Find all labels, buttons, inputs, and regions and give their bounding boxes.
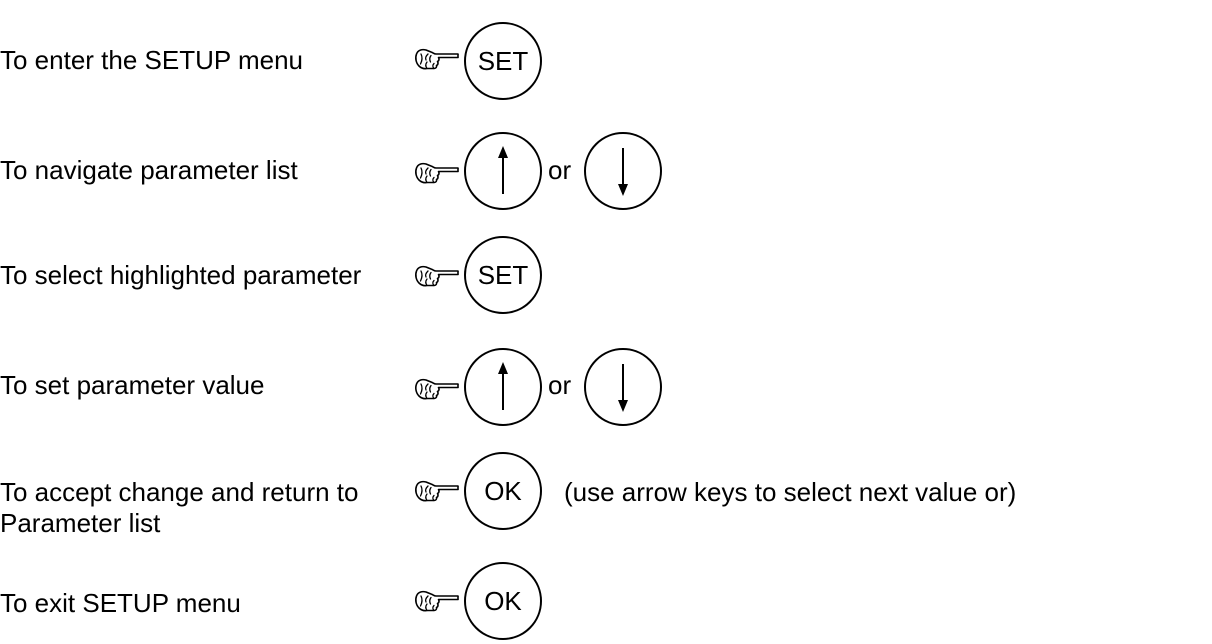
down-arrow-key-button[interactable] [584,348,662,426]
step-5-label-line2: Parameter list [0,508,161,538]
down-arrow-key-button[interactable] [584,132,662,210]
step-5-note: (use arrow keys to select next value or) [564,477,1017,507]
pointing-hand-icon [414,159,460,185]
step-6-label: To exit SETUP menu [0,588,241,618]
set-key-button[interactable]: SET [464,22,542,100]
step-4-label: To set parameter value [0,370,265,400]
up-arrow-icon [493,362,513,412]
pointing-hand-icon [414,477,460,503]
down-arrow-icon [613,362,633,412]
down-arrow-icon [613,146,633,196]
ok-key-button[interactable]: OK [464,452,542,530]
or-joiner: or [548,370,572,400]
pointing-hand-icon [414,45,460,71]
step-1-label: To enter the SETUP menu [0,45,304,75]
pointing-hand-icon [414,375,460,401]
up-arrow-icon [493,146,513,196]
pointing-hand-icon [414,587,460,613]
set-key-button[interactable]: SET [464,236,542,314]
up-arrow-key-button[interactable] [464,348,542,426]
step-3-label: To select highlighted parameter [0,260,362,290]
ok-key-button[interactable]: OK [464,562,542,640]
step-5-label: To accept change and return to Parameter… [0,477,358,539]
up-arrow-key-button[interactable] [464,132,542,210]
pointing-hand-icon [414,262,460,288]
or-joiner: or [548,155,572,185]
step-2-label: To navigate parameter list [0,155,298,185]
step-5-label-line1: To accept change and return to [0,477,359,507]
